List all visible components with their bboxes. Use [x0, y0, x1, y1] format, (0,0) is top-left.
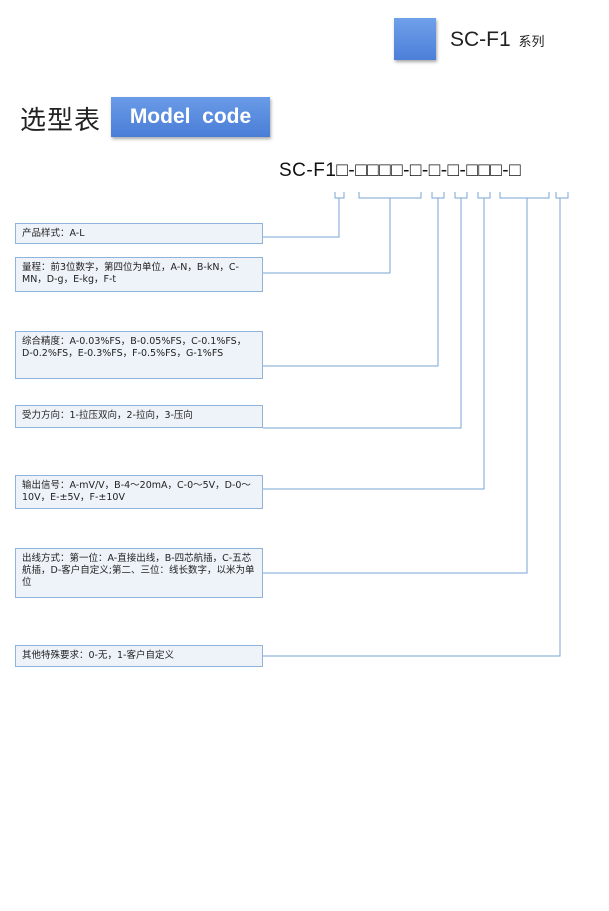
section-title: 选型表	[20, 106, 102, 136]
leader-special-requirements	[263, 198, 561, 657]
option-box-special-requirements: 其他特殊要求：0-无，1-客户自定义	[15, 645, 263, 667]
bracket-outlet-method	[499, 192, 550, 199]
bracket-force-direction	[454, 192, 468, 199]
model-code-badge: Model code	[111, 97, 270, 137]
option-box-product-style: 产品样式：A-L	[15, 223, 263, 244]
leader-range	[263, 198, 391, 274]
leader-product-style	[263, 198, 340, 238]
option-box-outlet-method: 出线方式：第一位：A-直接出线，B-四芯航插，C-五芯航插，D-客户自定义;第二…	[15, 548, 263, 598]
series-suffix: 系列	[518, 35, 545, 50]
bracket-special-requirements	[555, 192, 569, 199]
model-code-string: SC-F1□-□□□□-□-□-□-□□□-□	[279, 160, 522, 181]
bracket-output-signal	[477, 192, 491, 199]
series-title: SC-F1 系列	[450, 28, 545, 52]
option-box-output-signal: 输出信号：A-mV/V，B-4～20mA，C-0～5V，D-0～10V，E-±5…	[15, 475, 263, 509]
bracket-accuracy	[431, 192, 445, 199]
leader-outlet-method	[263, 198, 528, 574]
leader-force-direction	[263, 198, 462, 429]
leader-output-signal	[263, 198, 485, 490]
leader-accuracy	[263, 198, 439, 367]
series-name: SC-F1	[450, 28, 511, 51]
bracket-product-style	[334, 192, 345, 199]
option-box-force-direction: 受力方向：1-拉压双向，2-拉向，3-压向	[15, 405, 263, 428]
option-box-accuracy: 综合精度：A-0.03%FS，B-0.05%FS，C-0.1%FS，D-0.2%…	[15, 331, 263, 379]
series-color-block	[394, 18, 436, 60]
option-box-range: 量程：前3位数字，第四位为单位，A-N，B-kN，C-MN，D-g，E-kg，F…	[15, 257, 263, 292]
bracket-range	[358, 192, 422, 199]
